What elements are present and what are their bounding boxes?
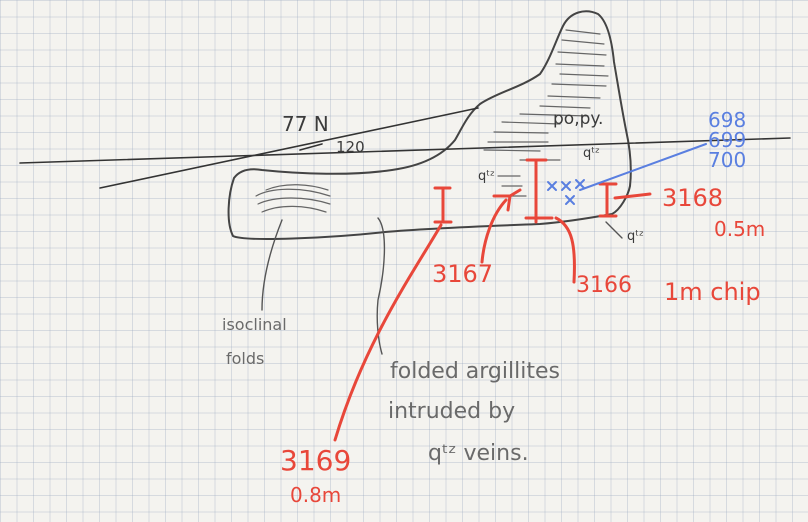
blue-sample-698: 698 xyxy=(708,108,746,132)
strike-lines xyxy=(19,107,791,189)
sample-3167-label: 3167 xyxy=(432,260,493,288)
description-line2: intruded by xyxy=(388,399,515,424)
sample-3168-note: 0.5m xyxy=(714,217,765,241)
blue-sample-700: 700 xyxy=(708,148,746,172)
red-sample-markers xyxy=(333,158,652,442)
rock-type-label: po,py. xyxy=(553,109,603,129)
sample-3168-label: 3168 xyxy=(662,184,723,212)
blue-sample-markers xyxy=(547,143,707,205)
description-line3: qᵗᶻ veins. xyxy=(428,441,529,466)
description-line1: folded argillites xyxy=(390,359,560,384)
sample-3166-note: 1m chip xyxy=(664,278,761,306)
isoclinal-caption-line1: isoclinal xyxy=(222,315,287,334)
qtz-mid-label: qᵗᶻ xyxy=(478,169,495,184)
sample-3169-note: 0.8m xyxy=(290,483,341,507)
strike-label: 77 N xyxy=(282,112,329,136)
outcrop-hatching xyxy=(255,29,609,213)
outcrop-outline xyxy=(227,10,632,240)
qtz-lower-label: qᵗᶻ xyxy=(627,229,644,244)
sample-3169-label: 3169 xyxy=(280,444,351,477)
pencil-leaders xyxy=(261,217,623,355)
blue-sample-699: 699 xyxy=(708,128,746,152)
dip-label: 120 xyxy=(336,138,365,156)
qtz-upper-label: qᵗᶻ xyxy=(583,146,600,161)
isoclinal-caption-line2: folds xyxy=(226,349,264,368)
sample-3166-label: 3166 xyxy=(576,273,632,298)
